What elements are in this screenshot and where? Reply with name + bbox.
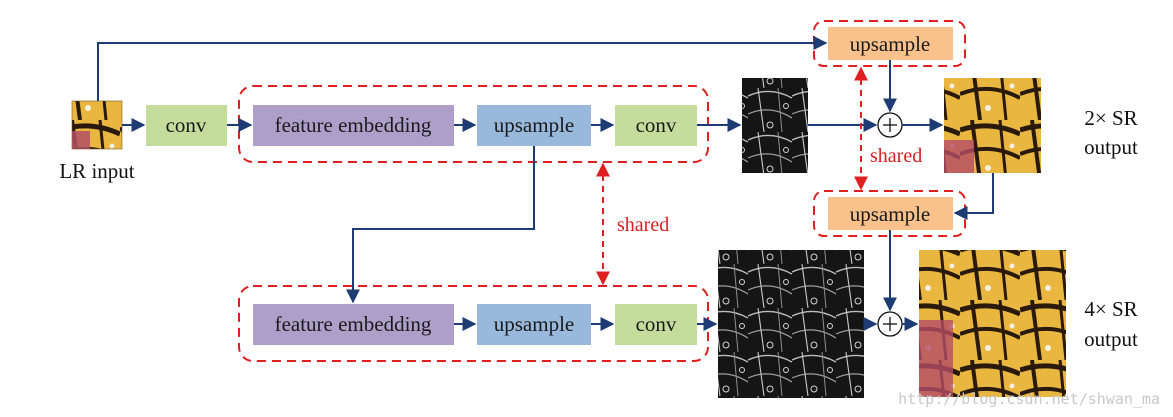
shared-label-center: shared [617, 214, 669, 236]
upsample-orange-mid-box: upsample [828, 197, 953, 230]
output-4x-label-line1: 4× SR [1084, 297, 1137, 321]
arrow-upsample-to-bottom-feature [346, 146, 535, 304]
output-4x-label-line2: output [1084, 327, 1138, 351]
watermark: http://blog.csdn.net/shwan_ma [898, 390, 1160, 408]
svg-text:feature embedding: feature embedding [275, 113, 432, 137]
svg-text:upsample: upsample [850, 202, 930, 226]
conv-bottom-box: conv [615, 304, 697, 345]
skip-arrow-to-upsample-top [97, 36, 828, 101]
output-2x-label-line1: 2× SR [1084, 106, 1137, 130]
shared-label-right: shared [870, 145, 922, 167]
svg-text:feature embedding: feature embedding [275, 312, 432, 336]
sum-node-4x [877, 311, 903, 337]
conv-first-box: conv [146, 105, 227, 146]
feature-embedding-top-box: feature embedding [253, 105, 454, 146]
svg-text:upsample: upsample [494, 312, 574, 336]
svg-text:conv: conv [166, 113, 207, 137]
shared-links [596, 66, 868, 286]
upsample-orange-top-box: upsample [828, 27, 953, 60]
output-2x-image [944, 78, 1041, 173]
sum-node-2x [877, 112, 903, 138]
flow-arrows [97, 36, 994, 331]
upsample-top-box: upsample [477, 105, 591, 146]
feature-embedding-bottom-box: feature embedding [253, 304, 454, 345]
lr-input-image [71, 100, 123, 150]
upsample-bottom-box: upsample [477, 304, 591, 345]
lr-input-label: LR input [59, 159, 134, 183]
svg-text:upsample: upsample [494, 113, 574, 137]
residual-2x-image [742, 78, 808, 173]
svg-text:upsample: upsample [850, 32, 930, 56]
output-2x-label-line2: output [1084, 135, 1138, 159]
svg-text:conv: conv [636, 312, 677, 336]
conv-top-box: conv [615, 105, 697, 146]
output-4x-image [919, 250, 1066, 397]
svg-text:conv: conv [636, 113, 677, 137]
upsample-mid-dashed-group [813, 190, 966, 237]
residual-4x-image [718, 250, 864, 398]
arrow-output-2x-to-upsample [953, 173, 994, 220]
